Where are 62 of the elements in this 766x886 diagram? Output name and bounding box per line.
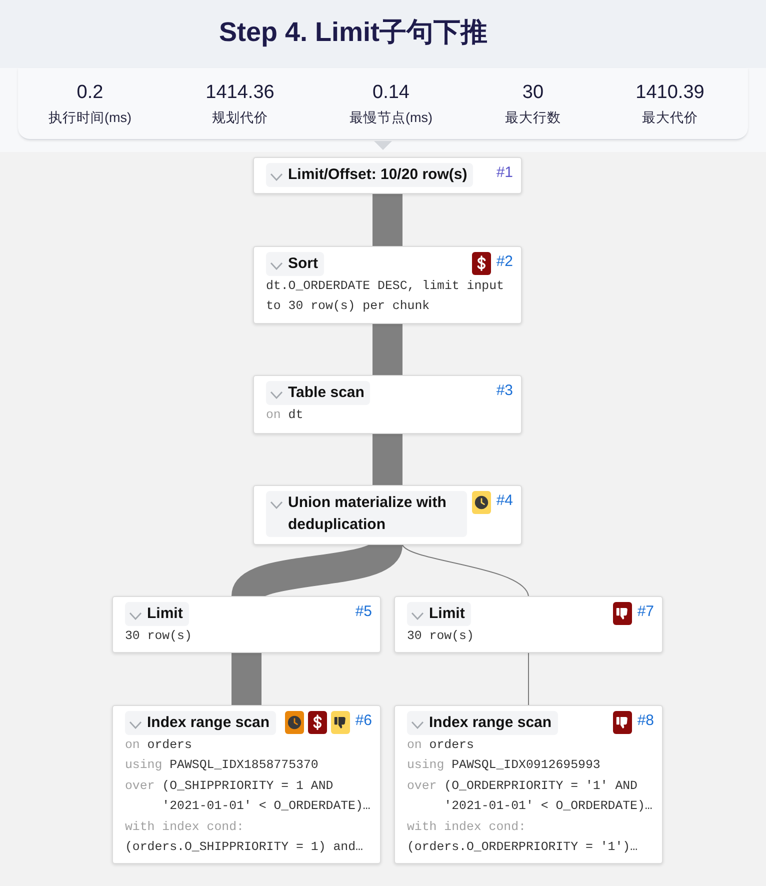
step-number: #7: [637, 602, 654, 622]
step-title: Index range scan: [429, 713, 552, 733]
step-number: #5: [355, 602, 372, 622]
stat-value: 30: [522, 82, 544, 104]
step-title: Sort: [288, 254, 318, 274]
detail-key: on: [125, 735, 140, 756]
stat-value: 0.2: [76, 82, 104, 104]
plan-step-card: [253, 485, 522, 545]
stat-value: 0.14: [372, 82, 410, 104]
step-title: Limit/Offset: 10/20 row(s): [288, 165, 468, 185]
stat-value: 1410.39: [636, 82, 704, 104]
plan-step-card: [253, 375, 522, 434]
step-detail: (orders.O_SHIPPRIORITY = 1) and…: [125, 840, 363, 854]
step-number: #8: [637, 711, 654, 731]
stat-value: 1414.36: [206, 82, 274, 104]
detail-key: with index cond:: [407, 820, 526, 834]
step-number: #1: [496, 163, 513, 183]
stat-label: 执行时间(ms): [48, 109, 132, 127]
plan-step-card: [394, 705, 663, 864]
detail-key: using: [125, 755, 162, 776]
flow-band: [372, 194, 402, 246]
detail-key: over: [125, 776, 155, 796]
flow-line: [402, 544, 529, 596]
plan-step-card: [394, 596, 663, 653]
step-number: #3: [496, 381, 513, 401]
detail-key: on: [266, 405, 281, 426]
step-detail: (orders.O_ORDERPRIORITY = '1')…: [407, 840, 638, 854]
step-title: Limit: [429, 604, 465, 624]
step-title: Union materialize with deduplication: [288, 493, 448, 535]
step-number: #2: [496, 252, 513, 272]
flow-band: [372, 434, 402, 485]
step-detail: 30 row(s): [407, 629, 474, 643]
stat-label: 最大代价: [642, 109, 698, 127]
stat-label: 规划代价: [212, 109, 268, 127]
step-detail: (O_ORDERPRIORITY = '1' AND '2021-01-01' < O_ORDERDATE)…: [444, 778, 654, 816]
plan-step-card: [112, 596, 381, 653]
step-title: Table scan: [288, 383, 364, 403]
step-number: #6: [355, 711, 372, 731]
stat-label: 最大行数: [505, 109, 561, 127]
step-detail: dt.O_ORDERDATE DESC, limit input to 30 row(s) per chunk: [266, 279, 504, 314]
step-detail: dt: [288, 407, 304, 424]
plan-step-card: [253, 157, 522, 194]
step-title: Index range scan: [147, 713, 270, 733]
plan-step-card: [253, 246, 522, 324]
flow-band: [372, 324, 402, 375]
page-title: Step 4. Limit子句下推: [219, 16, 488, 49]
detail-key: using: [407, 755, 444, 776]
detail-key: with index cond:: [125, 820, 244, 834]
detail-key: over: [407, 776, 437, 796]
step-detail: (O_SHIPPRIORITY = 1 AND '2021-01-01' < O_ORDERDATE)…: [162, 778, 372, 816]
plan-step-card: [112, 705, 381, 864]
step-detail: orders: [147, 737, 193, 754]
flow-band: [232, 653, 262, 705]
step-title: Limit: [147, 604, 183, 624]
step-detail: PAWSQL_IDX1858775370: [170, 757, 320, 774]
step-number: #4: [496, 491, 513, 511]
step-detail: orders: [429, 737, 475, 754]
step-detail: 30 row(s): [125, 629, 192, 643]
step-detail: PAWSQL_IDX0912695993: [452, 757, 602, 774]
flow-line: [528, 652, 529, 706]
stat-label: 最慢节点(ms): [350, 109, 432, 127]
detail-key: on: [407, 735, 422, 756]
